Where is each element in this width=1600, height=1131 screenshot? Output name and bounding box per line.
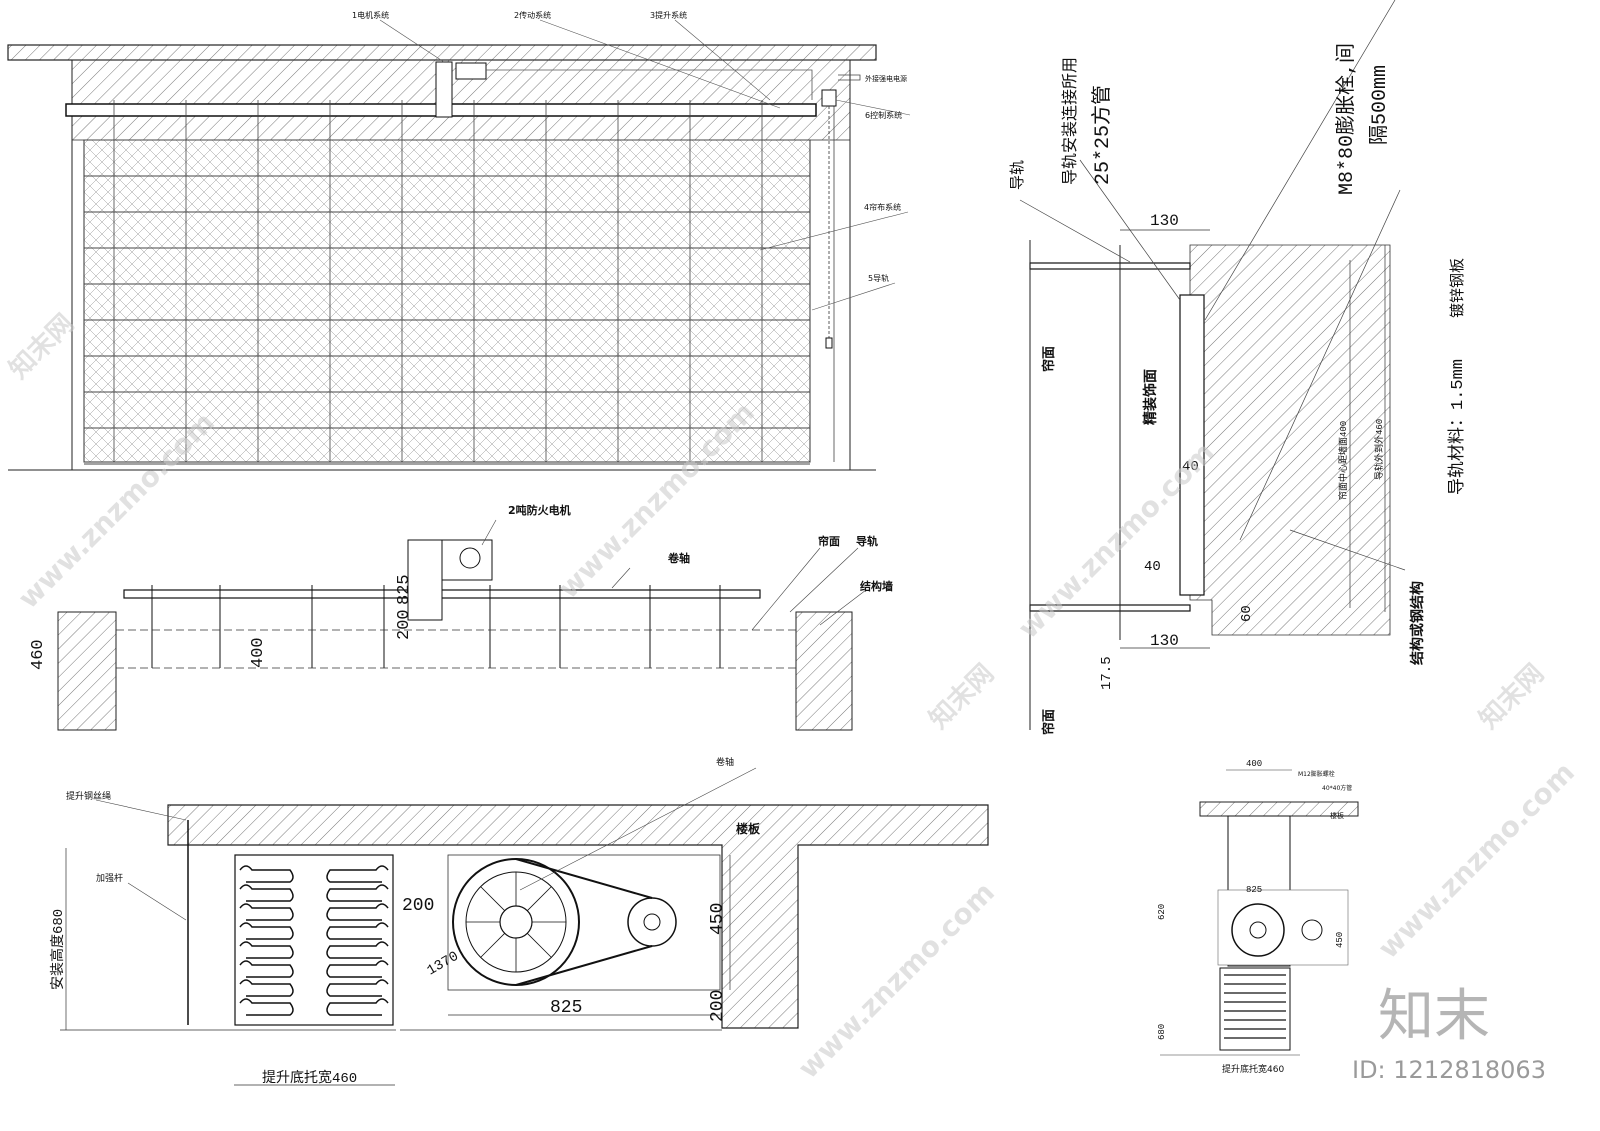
detail-dim-450: 450 <box>708 903 728 935</box>
small-dim-825: 825 <box>1246 885 1262 895</box>
section-dim-130-bottom: 130 <box>1150 632 1179 650</box>
section-structure-label: 结构或钢结构 <box>1409 581 1426 665</box>
section-anchor-note-1: M8*80膨胀栓,间 <box>1334 43 1359 195</box>
section-dim-60: 60 <box>1239 605 1255 622</box>
watermark-brand-net-1: 知末网 <box>4 309 80 385</box>
plan-wall-label: 结构墙 <box>859 579 893 593</box>
watermark-id: ID: 1212818063 <box>1352 1056 1546 1084</box>
watermark-site-4: www.znzmo.com <box>792 876 1001 1085</box>
coil-left <box>239 979 294 997</box>
section-vdim-460: 导轨外到外460 <box>1373 419 1385 480</box>
detail-floor-label: 楼板 <box>736 821 761 836</box>
lift-detail-view: 卷轴 楼板 提升钢丝绳 加强杆 安装高度680 提升底托宽460 200 825… <box>49 756 989 1087</box>
coil-left <box>239 884 294 902</box>
coil-left <box>239 922 294 940</box>
plan-motor-label: 2吨防火电机 <box>508 503 571 517</box>
section-rail-label: 导轨 <box>1008 160 1026 190</box>
small-dim-450: 450 <box>1335 932 1345 948</box>
coil-right <box>326 903 389 921</box>
coil-right <box>326 979 389 997</box>
small-note-pipe: 40*40方管 <box>1322 784 1352 792</box>
section-curtain-bottom: 帘面 <box>1041 709 1057 735</box>
label-lift-system: 3提升系统 <box>650 10 687 20</box>
section-anchor-note-2: 隔500mm <box>1367 65 1392 145</box>
section-plate-label: 镀锌钢板 <box>1448 258 1466 318</box>
plan-dim-825: 825 <box>395 574 414 605</box>
coil-right <box>326 960 389 978</box>
drum-spoke <box>527 886 552 911</box>
section-material-label: 导轨材料：1.5mm <box>1447 359 1468 495</box>
detail-rod-label: 加强杆 <box>96 872 123 884</box>
detail-dim-200-b: 200 <box>708 990 728 1022</box>
label-guide-rail: 5导轨 <box>868 273 889 283</box>
section-pipe-note-1: 导轨安装连接所用 <box>1061 57 1080 185</box>
watermark-brand-net-2: 知末网 <box>924 659 1000 735</box>
section-curtain-top: 帘面 <box>1041 346 1057 372</box>
watermark-brand: 知末 <box>1378 984 1490 1049</box>
coil-right <box>326 922 389 940</box>
plan-view: 2吨防火电机 卷轴 帘面 导轨 结构墙 825 200 460 400 <box>29 503 893 731</box>
elevation-view: 1电机系统 2传动系统 3提升系统 6控制系统 4帘布系统 5导轨 外接强电电源 <box>7 10 911 471</box>
detail-dim-200: 200 <box>402 896 434 916</box>
small-dim-680: 680 <box>1157 1024 1167 1040</box>
plan-dim-200: 200 <box>395 609 414 640</box>
coil-left <box>239 941 294 959</box>
plan-rail-label: 导轨 <box>856 534 878 548</box>
coil-left <box>239 960 294 978</box>
section-dim-17-5: 17.5 <box>1099 656 1115 690</box>
plan-shaft-label: 卷轴 <box>667 551 690 565</box>
small-tray-label: 提升底托宽460 <box>1222 1063 1284 1075</box>
label-curtain-system: 4帘布系统 <box>864 202 901 212</box>
section-view: 导轨 导轨安装连接所用 25*25方管 M8*80膨胀栓,间 隔500mm 帘面… <box>1008 0 1468 735</box>
detail-shaft-label: 卷轴 <box>716 756 734 768</box>
coil-left <box>239 998 294 1016</box>
watermark-brand-net-3: 知末网 <box>1474 659 1550 735</box>
watermark-site-5: www.znzmo.com <box>1372 756 1581 965</box>
coil-right <box>326 941 389 959</box>
small-detail-view: 400 825 450 620 680 楼板 M12膨胀螺栓 40*40方管 提… <box>1157 759 1359 1075</box>
coil-left <box>239 903 294 921</box>
detail-rope-label: 提升钢丝绳 <box>66 790 111 802</box>
drum-spoke <box>527 933 552 958</box>
section-pipe-note-2: 25*25方管 <box>1090 85 1115 185</box>
label-power-supply: 外接强电电源 <box>865 74 907 83</box>
section-vdim-400: 帘面中心距墙面400 <box>1337 421 1349 500</box>
plan-dim-400: 400 <box>249 637 268 668</box>
section-dim-40-low: 40 <box>1144 559 1161 575</box>
coil-left <box>239 865 294 883</box>
coil-right <box>326 865 389 883</box>
drum-spoke <box>480 886 505 911</box>
coil-right <box>326 998 389 1016</box>
label-transmission-system: 2传动系统 <box>514 10 551 20</box>
coil-right <box>326 884 389 902</box>
label-motor-system: 1电机系统 <box>352 10 389 20</box>
plan-dim-460: 460 <box>29 639 48 670</box>
section-dim-40-mid: 40 <box>1182 459 1199 475</box>
drum-spoke <box>480 933 505 958</box>
label-control-system: 6控制系统 <box>865 110 902 120</box>
section-finish-label: 精装饰面 <box>1142 369 1159 425</box>
plan-curtain-label: 帘面 <box>818 534 840 548</box>
small-dim-620: 620 <box>1157 904 1167 920</box>
section-dim-130-top: 130 <box>1150 212 1179 230</box>
detail-height-label: 安装高度680 <box>49 909 67 990</box>
small-floor-label: 楼板 <box>1330 811 1344 820</box>
small-note-bolt: M12膨胀螺栓 <box>1298 770 1335 778</box>
small-dim-400: 400 <box>1246 759 1262 769</box>
detail-dim-825: 825 <box>550 998 582 1018</box>
detail-tray-label: 提升底托宽460 <box>262 1069 357 1087</box>
